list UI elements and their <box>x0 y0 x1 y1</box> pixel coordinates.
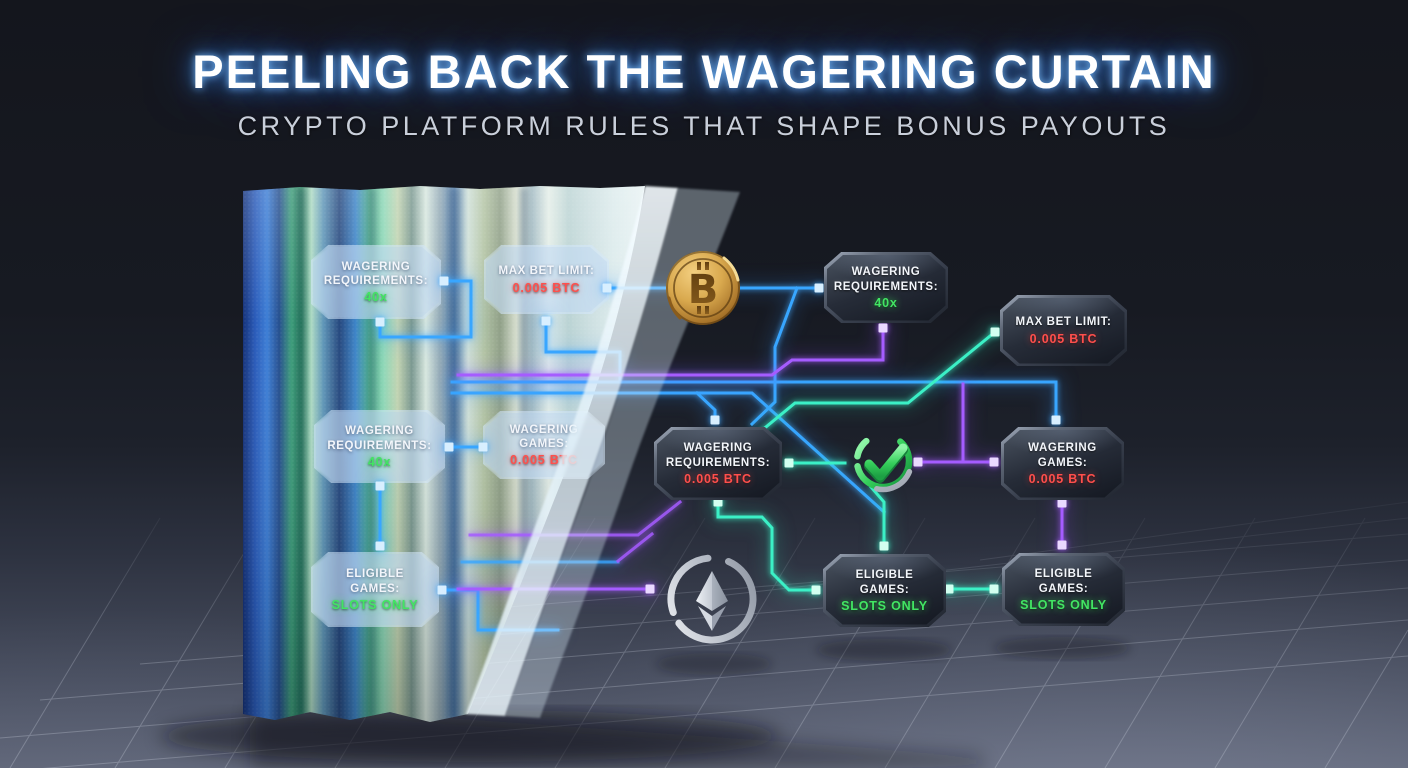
page-subtitle: CRYPTO PLATFORM RULES THAT SHAPE BONUS P… <box>237 111 1171 141</box>
node-bottom-eligible-games-right: ELIGIBLE GAMES: SLOTS ONLY <box>1002 553 1125 626</box>
node-value: 0.005 BTC <box>1029 331 1098 346</box>
checkmark-icon <box>851 429 915 493</box>
node-label: WAGERING REQUIREMENTS: <box>833 266 939 293</box>
node-value: 0.005 BTC <box>684 471 752 486</box>
node-value: 0.005 BTC <box>1028 471 1097 486</box>
node-label: ELIGIBLE GAMES: <box>1034 568 1093 595</box>
node-label: ELIGIBLE GAMES: <box>855 569 914 596</box>
node-value: SLOTS ONLY <box>1020 597 1107 612</box>
node-label: WAGERING REQUIREMENTS: <box>665 442 771 469</box>
node-value: 40x <box>367 454 392 469</box>
node-value: 40x <box>364 290 388 305</box>
bitcoin-icon: B <box>666 251 740 325</box>
svg-text:B: B <box>688 267 719 313</box>
node-label: WAGERING GAMES: <box>1028 442 1097 469</box>
header: PEELING BACK THE WAGERING CURTAIN CRYPTO… <box>0 44 1408 142</box>
node-right-wagering-requirements: WAGERING REQUIREMENTS: 40x <box>824 252 948 323</box>
node-label: MAX BET LIMIT: <box>1015 316 1112 329</box>
node-label: ELIGIBLE GAMES: <box>346 568 404 595</box>
node-label: WAGERING REQUIREMENTS: <box>327 425 432 452</box>
node-right-max-bet-limit: MAX BET LIMIT: 0.005 BTC <box>1000 295 1127 366</box>
node-bottom-eligible-games-left: ELIGIBLE GAMES: SLOTS ONLY <box>823 554 946 627</box>
node-curtain-wagering-requirements-top: WAGERING REQUIREMENTS: 40x <box>311 245 441 319</box>
page-title: PEELING BACK THE WAGERING CURTAIN <box>192 45 1216 98</box>
node-value: 40x <box>874 295 898 310</box>
bitcoin-symbol: B <box>688 262 719 314</box>
node-value: SLOTS ONLY <box>331 597 419 612</box>
node-value: SLOTS ONLY <box>841 598 928 613</box>
ethereum-diamond <box>696 571 728 631</box>
node-label: WAGERING REQUIREMENTS: <box>323 260 429 287</box>
node-curtain-eligible-games: ELIGIBLE GAMES: SLOTS ONLY <box>311 552 439 627</box>
floor-shadows <box>160 637 1130 768</box>
node-curtain-wagering-requirements-mid: WAGERING REQUIREMENTS: 40x <box>314 410 445 483</box>
node-center-wagering-requirements: WAGERING REQUIREMENTS: 0.005 BTC <box>654 427 782 500</box>
node-right-wagering-games: WAGERING GAMES: 0.005 BTC <box>1001 427 1124 500</box>
ethereum-icon <box>667 554 757 644</box>
